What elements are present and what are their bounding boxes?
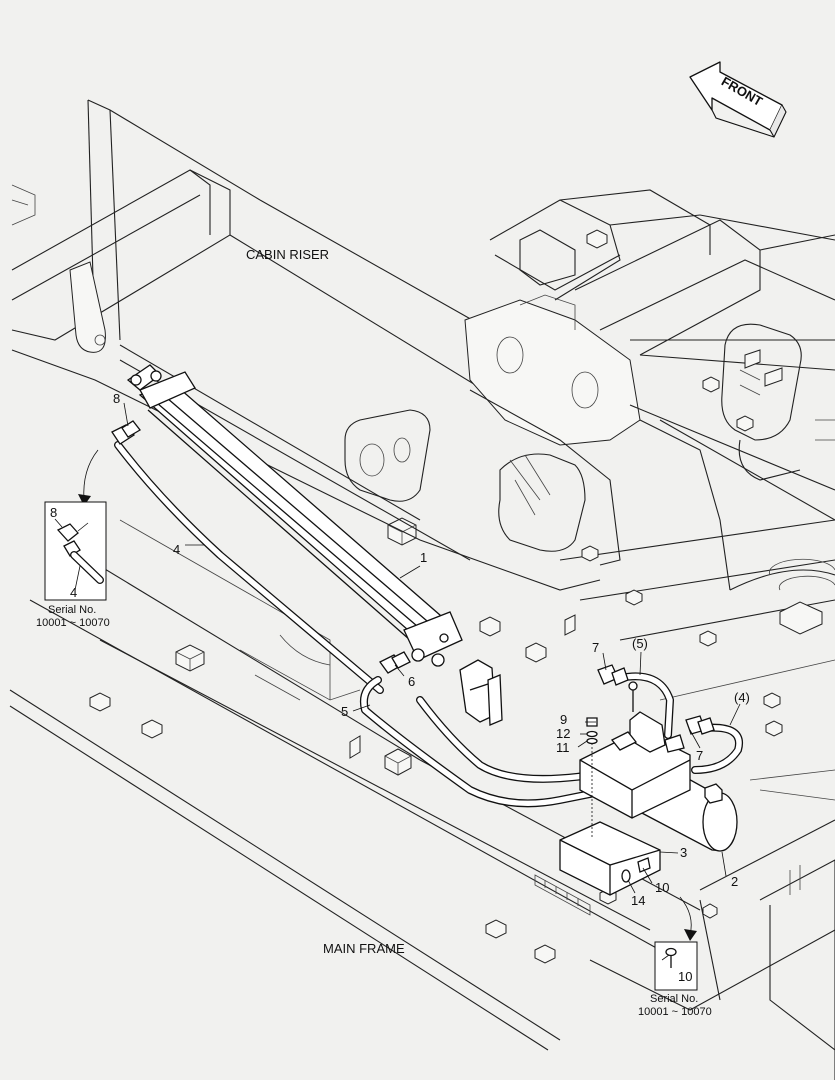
callout-11: 11 — [556, 740, 570, 755]
inset-right-serial-range: 10001 ~ 10070 — [638, 1006, 712, 1018]
callout-1: 1 — [420, 550, 427, 565]
inset-left-serial-range: 10001 ~ 10070 — [36, 617, 110, 629]
inset-left-callout-4: 4 — [70, 585, 77, 600]
cabin-riser-structure — [11, 99, 835, 591]
label-cabin-riser: CABIN RISER — [246, 247, 329, 262]
callout-5: 5 — [341, 704, 348, 719]
fittings — [111, 420, 715, 735]
callout-3: 3 — [680, 845, 687, 860]
hose-5 — [359, 676, 624, 808]
leader-lines — [123, 402, 741, 894]
cylinder-part-1 — [126, 364, 503, 726]
inset-right-callout-10: 10 — [678, 969, 692, 984]
callout-7-left: 7 — [592, 640, 599, 655]
callout-4: 4 — [173, 542, 180, 557]
inset-left-callout-8: 8 — [50, 505, 57, 520]
pump-part-2 — [579, 681, 738, 852]
callout-10: 10 — [655, 880, 669, 895]
label-main-frame: MAIN FRAME — [323, 941, 405, 956]
callout-6: 6 — [408, 674, 415, 689]
front-arrow: FRONT — [689, 61, 787, 138]
bracket-part-3 — [559, 735, 661, 896]
hose-upper-5 — [616, 672, 674, 739]
hose-4 — [114, 441, 384, 694]
inset-left-serial-title: Serial No. — [48, 604, 96, 616]
callout-12: 12 — [556, 726, 570, 741]
callout-8: 8 — [113, 391, 120, 406]
hose-upper-4 — [691, 723, 743, 774]
callout-numbers: 1 8 4 6 5 7 (5) (4) 7 9 12 11 3 2 10 14 — [113, 391, 750, 908]
inset-left: 8 4 Serial No. 10001 ~ 10070 — [36, 449, 110, 629]
inset-right-serial-title: Serial No. — [650, 993, 698, 1005]
callout-7-right: 7 — [696, 748, 703, 763]
callout-5-paren: (5) — [632, 636, 648, 651]
callout-2: 2 — [731, 874, 738, 889]
inset-right: 10 Serial No. 10001 ~ 10070 — [638, 896, 712, 1018]
callout-14: 14 — [631, 893, 645, 908]
callout-9: 9 — [560, 712, 567, 727]
callout-4-paren: (4) — [734, 690, 750, 705]
